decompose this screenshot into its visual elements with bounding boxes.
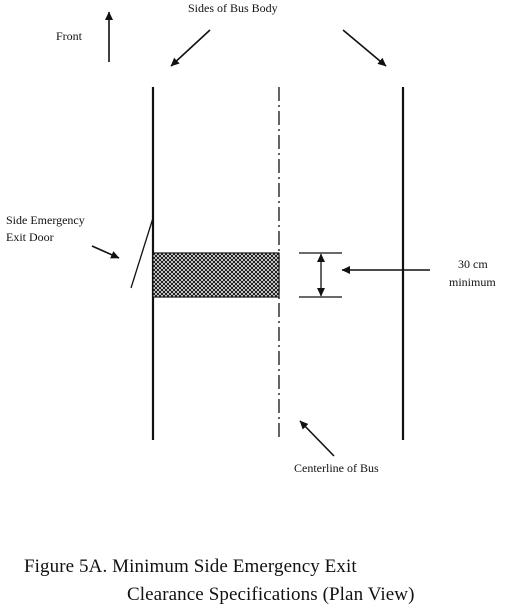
centerline-of-bus-label: Centerline of Bus: [294, 461, 379, 475]
side-emergency-exit-door-label-line1: Side Emergency: [6, 213, 85, 227]
centerline-pointer-arrow: [299, 420, 335, 457]
figure-caption-line2: Clearance Specifications (Plan View): [127, 584, 415, 605]
exit-door-pointer-arrow: [91, 245, 120, 259]
sides-of-bus-body-label: Sides of Bus Body: [188, 1, 278, 15]
exit-door-leader-line: [130, 217, 154, 289]
dimension-value-label: 30 cm: [458, 257, 488, 271]
dimension-30cm: [299, 252, 342, 298]
sides-pointer-arrows: [170, 29, 387, 67]
right-side-pointer-arrow: [342, 29, 387, 67]
dimension-qualifier-label: minimum: [449, 275, 496, 289]
front-label: Front: [56, 29, 83, 43]
left-side-pointer-arrow: [170, 29, 211, 67]
figure-caption-line1: Figure 5A. Minimum Side Emergency Exit: [24, 556, 357, 577]
exit-clearance-hatched-area: [152, 252, 280, 298]
side-emergency-exit-door-label-line2: Exit Door: [6, 230, 54, 244]
